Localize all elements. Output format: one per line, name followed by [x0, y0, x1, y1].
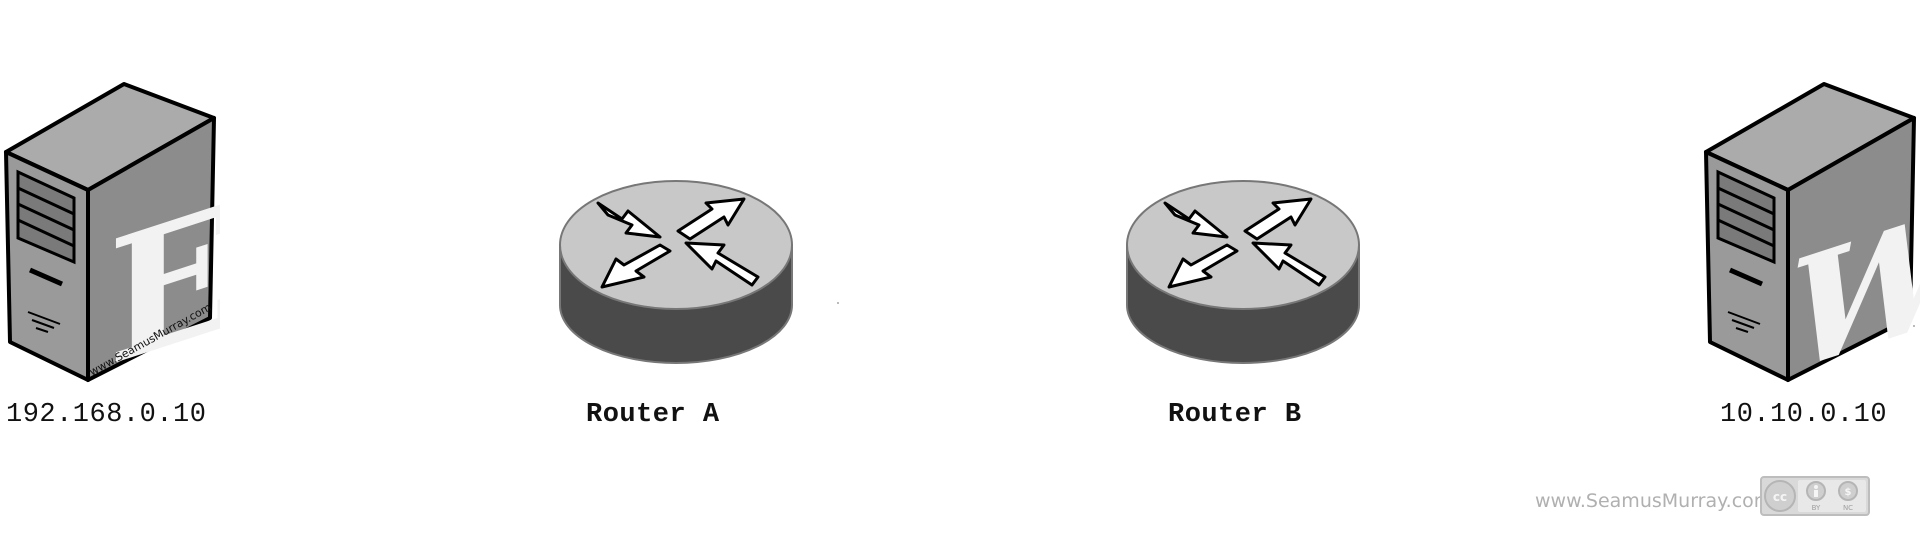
router-b-icon [1126, 180, 1360, 364]
cc-icon-text: cc [1773, 490, 1787, 504]
router-a-label: Router A [586, 400, 720, 430]
watermark-text: www.SeamusMurray.com [1535, 490, 1773, 512]
cc-icon [1764, 480, 1796, 512]
router-b-label: Router B [1168, 400, 1302, 430]
server-e-letter: E [108, 164, 220, 390]
license-badge: cc $ BY NC [1760, 476, 1870, 521]
server-w: W [1700, 80, 1920, 390]
stray-dot [1913, 325, 1915, 327]
noncommercial-icon [1838, 481, 1858, 501]
server-w-icon: W [1704, 82, 1920, 390]
server-w-ip-label: 10.10.0.10 [1720, 400, 1888, 430]
server-e-icon: E www.SeamusMurray.com [4, 82, 220, 390]
server-e: E www.SeamusMurray.com [0, 80, 220, 390]
server-e-ip-label: 192.168.0.10 [6, 400, 207, 430]
stray-dot [837, 302, 839, 304]
router-a-icon [559, 180, 793, 364]
svg-text:$: $ [1845, 487, 1852, 498]
router-a [556, 175, 796, 375]
badge-by: BY [1812, 504, 1821, 512]
badge-nc: NC [1843, 504, 1853, 512]
router-b [1123, 175, 1363, 375]
